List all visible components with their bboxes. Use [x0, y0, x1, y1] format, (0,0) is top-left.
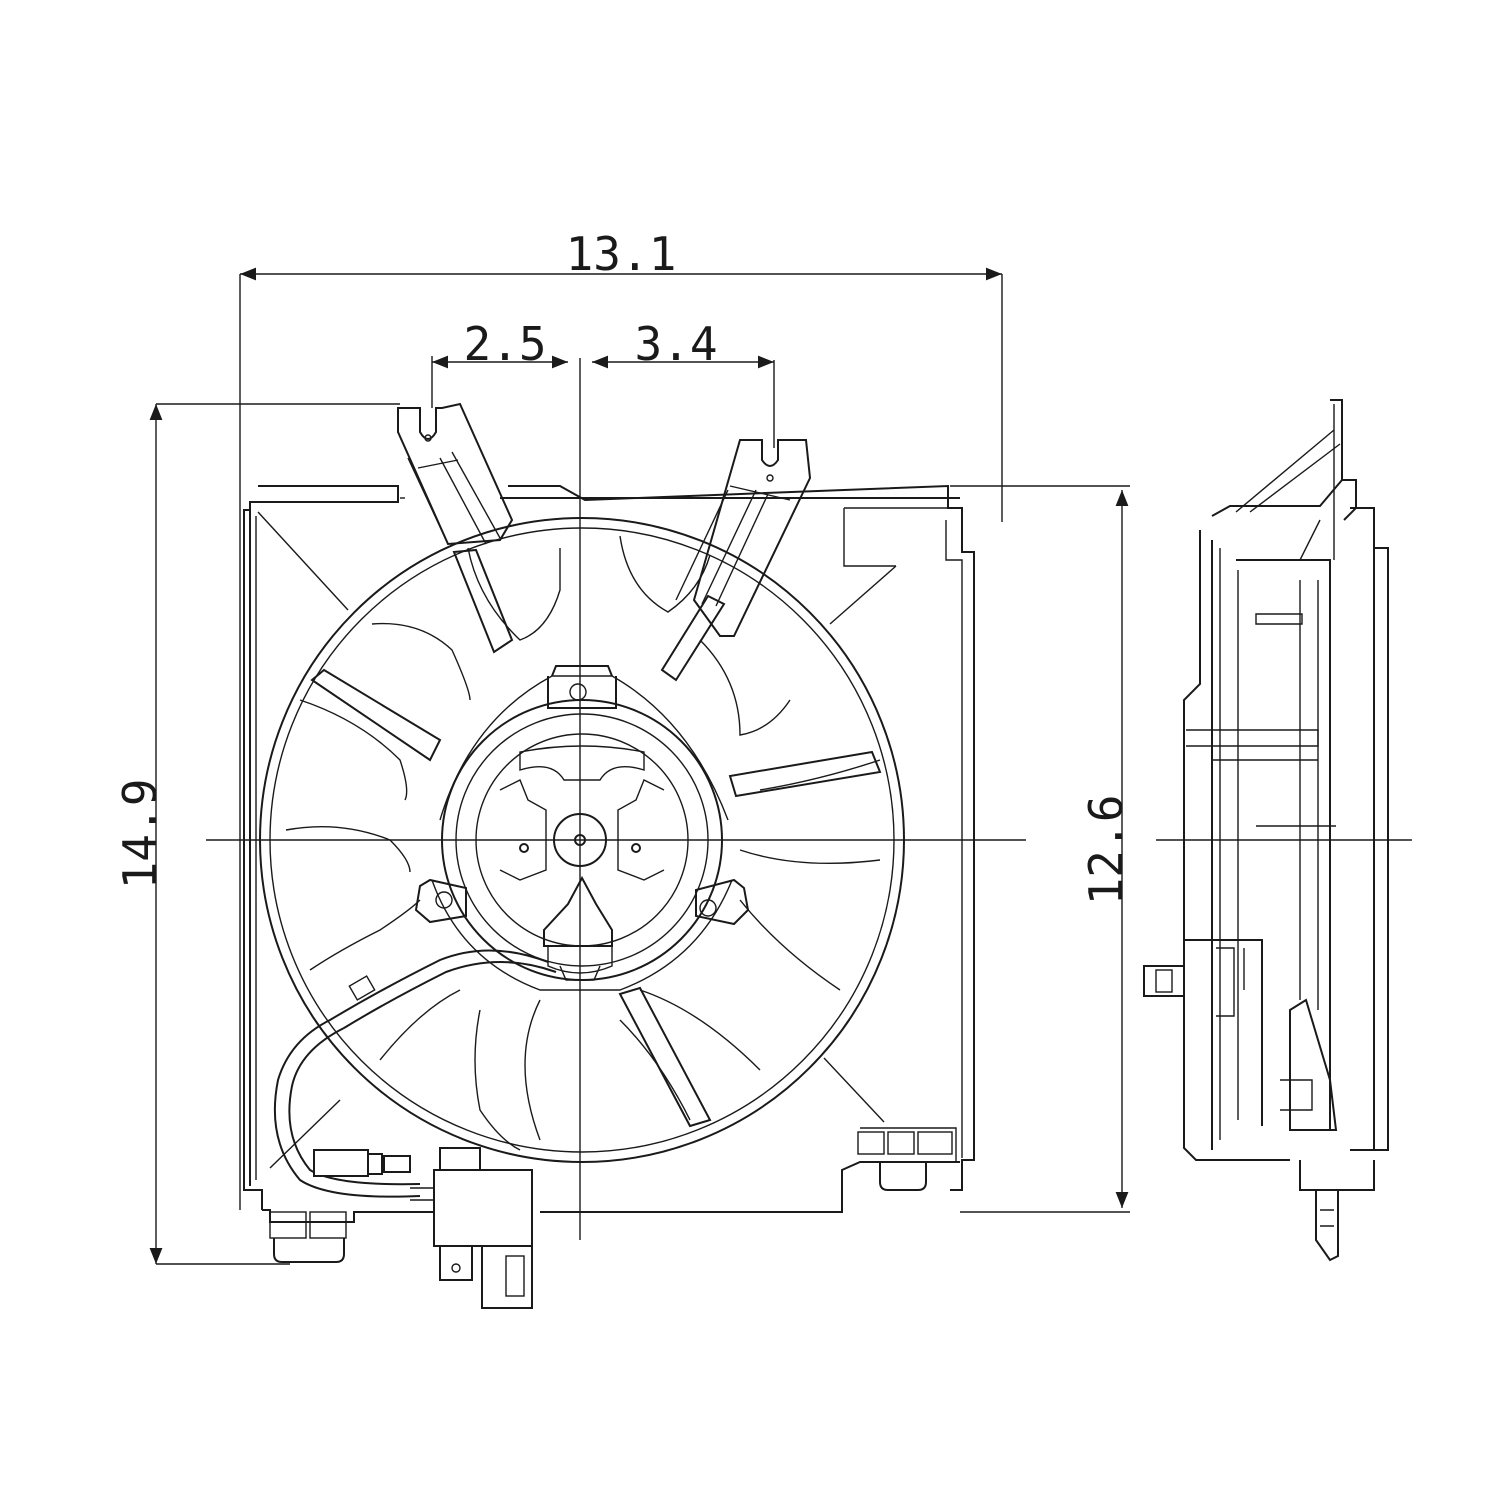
- mounting-bracket-right: [675, 439, 812, 637]
- dimension-overall-height: 14.9: [113, 403, 400, 1265]
- dimension-label-right-mount: 3.4: [634, 317, 717, 371]
- fan-spokes: [310, 548, 882, 1128]
- dimension-right-mount: 3.4: [592, 317, 775, 448]
- dimension-label-overall-height: 14.9: [113, 779, 167, 890]
- dimension-left-mount: 2.5: [431, 317, 568, 408]
- fan-blades: [285, 535, 881, 1151]
- dimension-shroud-height: 12.6: [950, 485, 1133, 1213]
- mounting-bracket-left: [397, 402, 514, 546]
- connector-relay: [410, 1147, 533, 1309]
- wire-harness: [273, 949, 557, 1198]
- dimension-label-overall-width: 13.1: [566, 227, 677, 281]
- center-lines: [206, 358, 1026, 1240]
- side-view: [1143, 399, 1412, 1262]
- dimension-overall-width: 13.1: [239, 227, 1003, 1210]
- dimension-label-left-mount: 2.5: [463, 317, 546, 371]
- fan-shroud: [243, 484, 975, 1263]
- dimension-label-shroud-height: 12.6: [1079, 795, 1133, 906]
